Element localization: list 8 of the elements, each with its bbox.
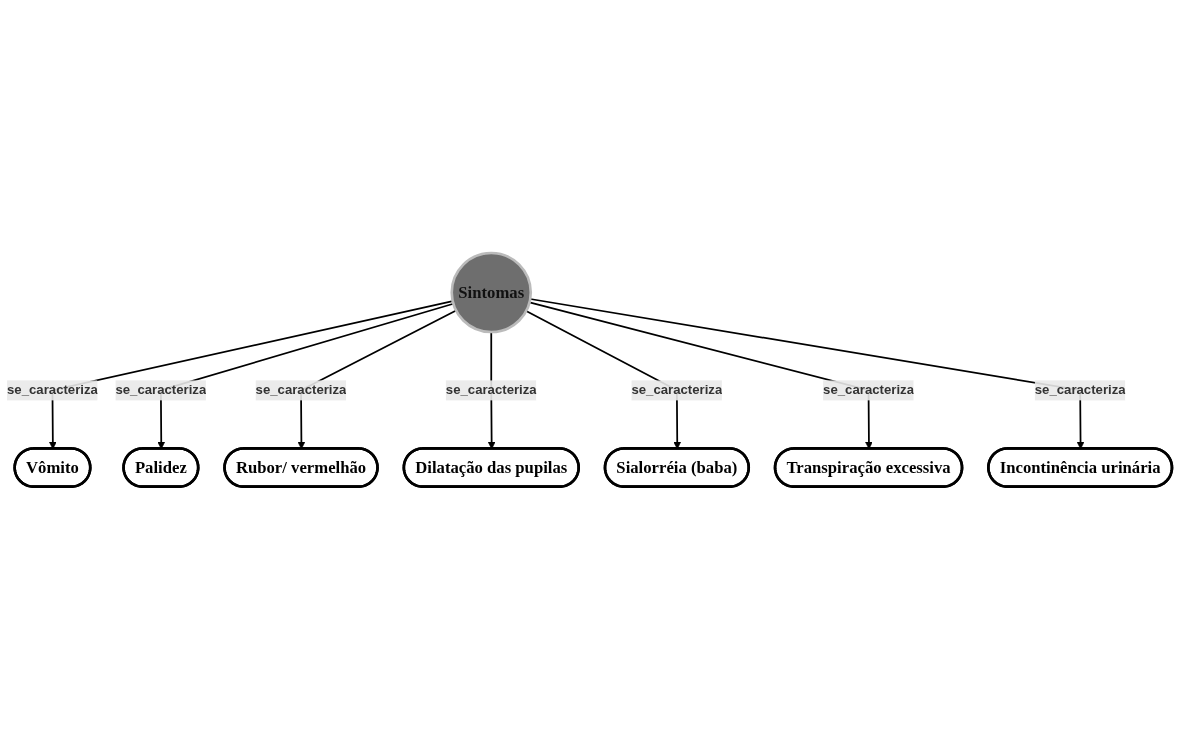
edge-label: se_caracteriza bbox=[823, 382, 914, 398]
node-circle: Sintomas bbox=[450, 251, 533, 334]
edge-label: se_caracteriza bbox=[255, 382, 347, 398]
edge-label: se_caracteriza bbox=[1034, 382, 1126, 398]
edge-label: se_caracteriza bbox=[115, 382, 207, 398]
edge-label: se_caracteriza bbox=[445, 382, 537, 398]
edge-label: se_caracteriza bbox=[7, 382, 98, 398]
edge-label: se_caracteriza bbox=[631, 382, 723, 398]
